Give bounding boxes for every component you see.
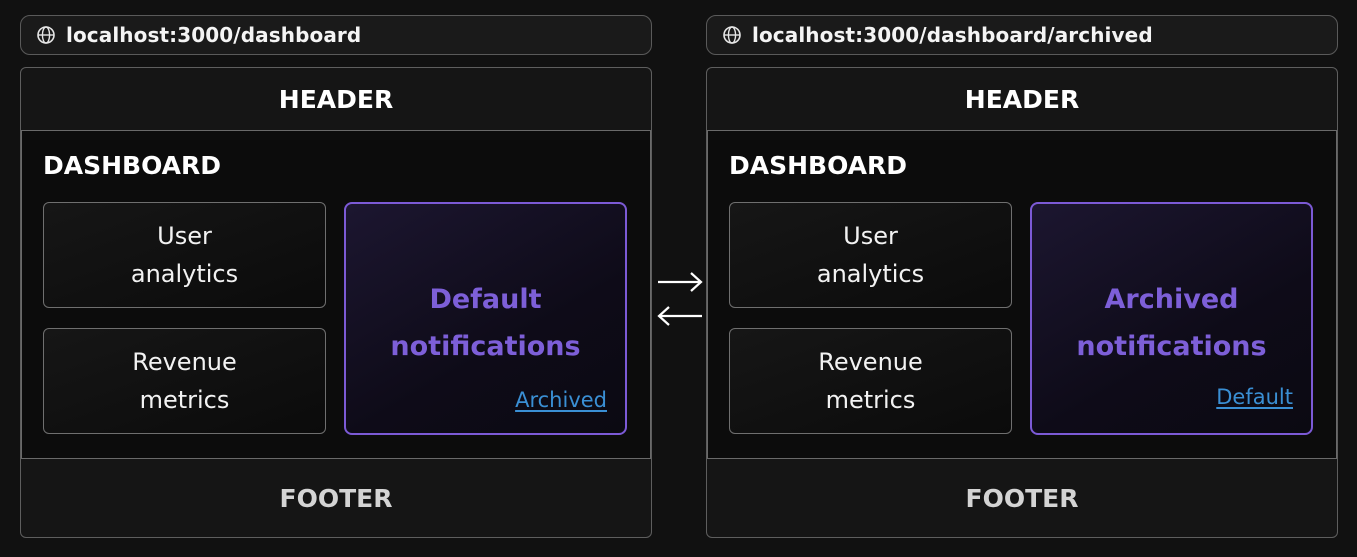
right-revenue-metrics-card: Revenue metrics xyxy=(729,328,1012,434)
left-header: HEADER xyxy=(278,84,394,114)
right-layout-frame: HEADER DASHBOARD User analytics Revenue … xyxy=(706,67,1338,538)
archived-link[interactable]: Archived xyxy=(515,388,607,412)
globe-icon xyxy=(722,25,742,45)
right-url-text: localhost:3000/dashboard/archived xyxy=(752,23,1153,47)
left-layout-frame: HEADER DASHBOARD User analytics Revenue … xyxy=(20,67,652,538)
right-content-area: DASHBOARD User analytics Revenue metrics… xyxy=(707,130,1337,459)
left-dashboard-title: DASHBOARD xyxy=(43,151,222,180)
right-footer: FOOTER xyxy=(965,483,1079,513)
right-header: HEADER xyxy=(964,84,1080,114)
right-notifications-title: Archived notifications xyxy=(1076,284,1267,362)
left-notifications-card: Default notifications Archived xyxy=(344,202,627,435)
right-user-analytics-card: User analytics xyxy=(729,202,1012,308)
left-notifications-title: Default notifications xyxy=(390,284,581,362)
left-footer: FOOTER xyxy=(279,483,393,513)
left-url-bar[interactable]: localhost:3000/dashboard xyxy=(20,15,652,55)
right-dashboard-title: DASHBOARD xyxy=(729,151,908,180)
right-notifications-card: Archived notifications Default xyxy=(1030,202,1313,435)
left-user-analytics-card: User analytics xyxy=(43,202,326,308)
left-revenue-metrics-card: Revenue metrics xyxy=(43,328,326,434)
bidirectional-arrows-icon xyxy=(652,268,708,328)
default-link[interactable]: Default xyxy=(1216,385,1293,409)
globe-icon xyxy=(36,25,56,45)
left-url-text: localhost:3000/dashboard xyxy=(66,23,362,47)
right-url-bar[interactable]: localhost:3000/dashboard/archived xyxy=(706,15,1338,55)
left-content-area: DASHBOARD User analytics Revenue metrics… xyxy=(21,130,651,459)
